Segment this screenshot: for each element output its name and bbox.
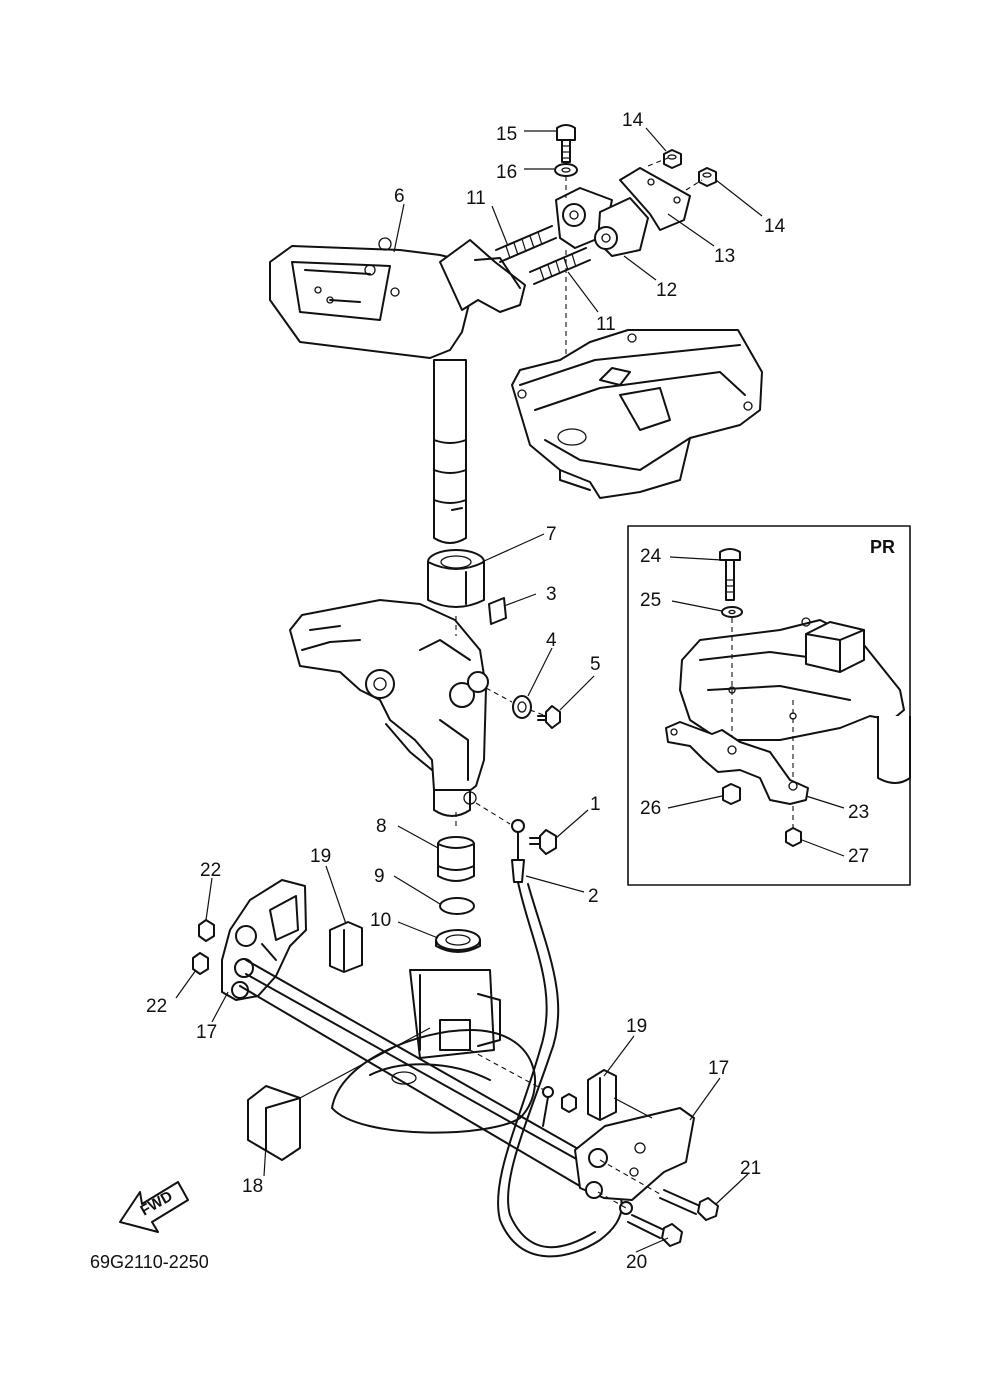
callout-27: 27	[848, 846, 869, 867]
callout-17-right: 17	[708, 1058, 729, 1079]
nut-14-left	[663, 149, 682, 169]
callout-1: 1	[590, 794, 601, 815]
part-code: 69G2110-2250	[90, 1252, 209, 1272]
callout-24: 24	[640, 546, 662, 567]
callout-16: 16	[496, 162, 517, 183]
stud-bolt-upper	[495, 225, 557, 263]
washer-16	[554, 163, 578, 177]
callout-7: 7	[546, 524, 557, 545]
bolt-21	[659, 1189, 719, 1221]
steering-bracket-part	[269, 237, 526, 544]
callout-22-lower: 22	[146, 996, 167, 1017]
swivel-bracket-part	[289, 599, 489, 817]
nut-22-upper	[198, 919, 215, 942]
callout-9: 9	[374, 866, 385, 887]
callout-22-upper: 22	[200, 860, 221, 881]
bolt-5	[537, 705, 561, 729]
callout-13: 13	[714, 246, 735, 267]
bolt-1	[529, 829, 557, 855]
bushing-8	[437, 836, 475, 882]
callout-21: 21	[740, 1158, 761, 1179]
lead-clip-bolt	[542, 1086, 577, 1127]
callout-11-lower: 11	[596, 314, 616, 335]
callout-6: 6	[394, 186, 405, 207]
callout-18: 18	[242, 1176, 263, 1197]
callout-15: 15	[496, 124, 517, 145]
fwd-arrow-icon: FWD	[119, 1181, 189, 1233]
inset-label: PR	[870, 537, 895, 557]
pad-19-right	[587, 1069, 617, 1121]
bolt-20	[627, 1214, 683, 1247]
seal-10	[435, 929, 481, 953]
pad-19-left	[329, 921, 363, 973]
callout-3: 3	[546, 584, 557, 605]
callout-8: 8	[376, 816, 387, 837]
callout-labels: 15 16 14 14 11 6 13 12 11 7 3 4 5 1 2 8 …	[146, 110, 869, 1273]
o-ring-9	[439, 897, 475, 915]
callout-2: 2	[588, 886, 599, 907]
bushing-4	[512, 695, 532, 719]
callout-14-upper: 14	[622, 110, 644, 131]
stud-bolt-lower	[529, 247, 591, 285]
callout-23: 23	[848, 802, 869, 823]
bushing-7	[427, 549, 485, 608]
bolt-15	[556, 124, 576, 163]
callout-11-upper: 11	[466, 188, 486, 209]
callout-12: 12	[656, 280, 677, 301]
callout-17-left: 17	[196, 1022, 217, 1043]
callout-26: 26	[640, 798, 661, 819]
callout-19-right: 19	[626, 1016, 647, 1037]
ground-lead-2	[497, 819, 623, 1258]
callout-14-right: 14	[764, 216, 786, 237]
clamp-bracket-left	[221, 879, 307, 1001]
callout-20: 20	[626, 1252, 647, 1273]
nut-14-right	[698, 167, 717, 187]
callout-19-left: 19	[310, 846, 331, 867]
pr-inset: PR	[627, 525, 911, 886]
pad-18	[247, 1085, 301, 1161]
callout-4: 4	[546, 630, 557, 651]
callout-25: 25	[640, 590, 661, 611]
callout-10: 10	[370, 910, 391, 931]
nut-22-lower	[192, 952, 209, 975]
clamp-bracket-right	[574, 1107, 695, 1201]
engine-base-housing	[511, 329, 763, 499]
callout-5: 5	[590, 654, 601, 675]
mount-rubber-assembly	[555, 167, 691, 257]
callout-leader-lines	[175, 127, 845, 1253]
plate-3	[488, 597, 507, 625]
